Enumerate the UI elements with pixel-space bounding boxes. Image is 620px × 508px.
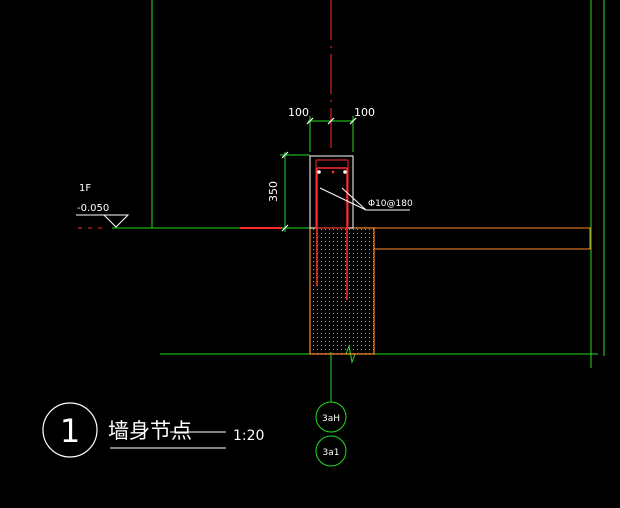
axis-label-top: 3aH [322, 414, 340, 424]
rebar-dot-mid [331, 170, 335, 174]
level-value: -0.050 [77, 203, 109, 214]
foundation-wall-hatch [310, 228, 374, 354]
detail-number-circle [42, 402, 98, 458]
rebar-label: Φ10@180 [368, 199, 413, 209]
dim-tick-3 [349, 117, 357, 125]
detail-title: 墙身节点 [108, 419, 192, 443]
axis-bubble-top[interactable] [315, 401, 347, 433]
detail-scale: 1:20 [233, 428, 264, 444]
level-triangle-icon [102, 214, 130, 228]
level-name: 1F [79, 183, 91, 194]
axis-label-bottom: 3a1 [323, 448, 340, 458]
axis-bubble-bottom[interactable] [315, 435, 347, 467]
dim-tick-1 [306, 117, 314, 125]
detail-number: 1 [60, 412, 80, 450]
dim-height-tick-bottom [281, 224, 289, 232]
dim-height: 350 [267, 181, 280, 202]
dim-width-left: 100 [288, 106, 309, 119]
rebar-dot-right [343, 170, 347, 174]
rebar-dot-left [317, 170, 321, 174]
dim-tick-2 [327, 117, 335, 125]
dim-height-tick-top [281, 151, 289, 159]
rebar-leader-1 [319, 187, 367, 211]
rebar-leader-2 [341, 187, 367, 211]
dim-width-right: 100 [354, 106, 375, 119]
